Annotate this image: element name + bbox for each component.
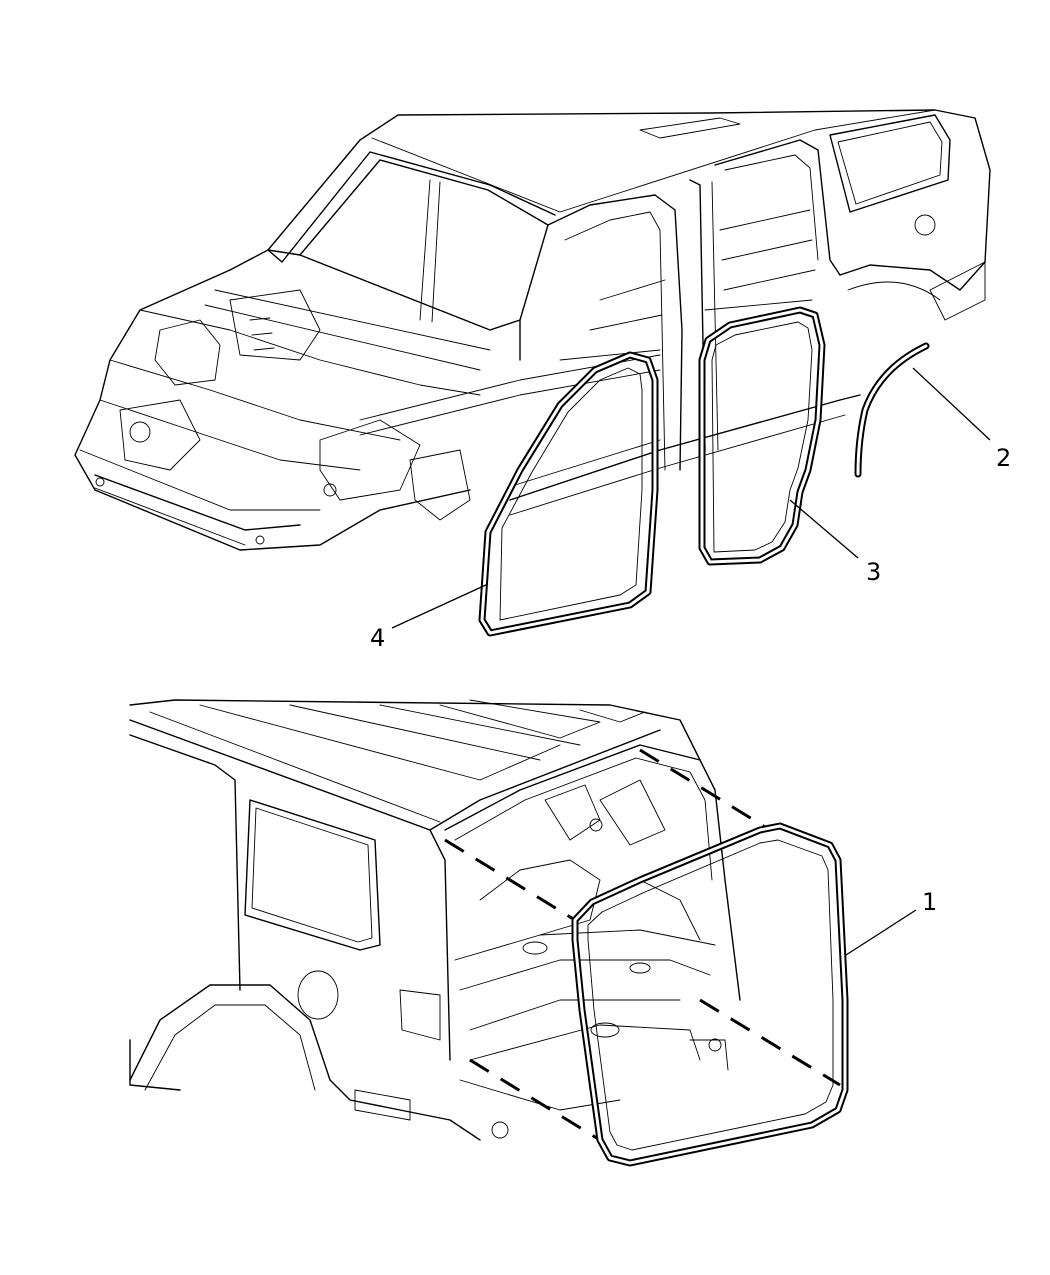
leader-line-2	[912, 367, 991, 441]
callout-2: 2	[996, 444, 1011, 472]
leader-line-4	[391, 583, 489, 629]
callout-3: 3	[866, 558, 881, 586]
front-body-structure	[74, 109, 991, 551]
wheel-opening-seal	[854, 342, 930, 478]
callout-4: 4	[370, 624, 385, 652]
rear-body-structure	[129, 699, 741, 1141]
leader-line-1	[845, 909, 917, 956]
liftgate-weatherstrip	[444, 748, 849, 1167]
rear-door-weatherstrip	[698, 306, 826, 566]
leader-lines	[391, 367, 991, 956]
leader-line-3	[789, 499, 859, 559]
front-door-weatherstrip	[478, 351, 659, 637]
callout-1: 1	[922, 888, 937, 916]
